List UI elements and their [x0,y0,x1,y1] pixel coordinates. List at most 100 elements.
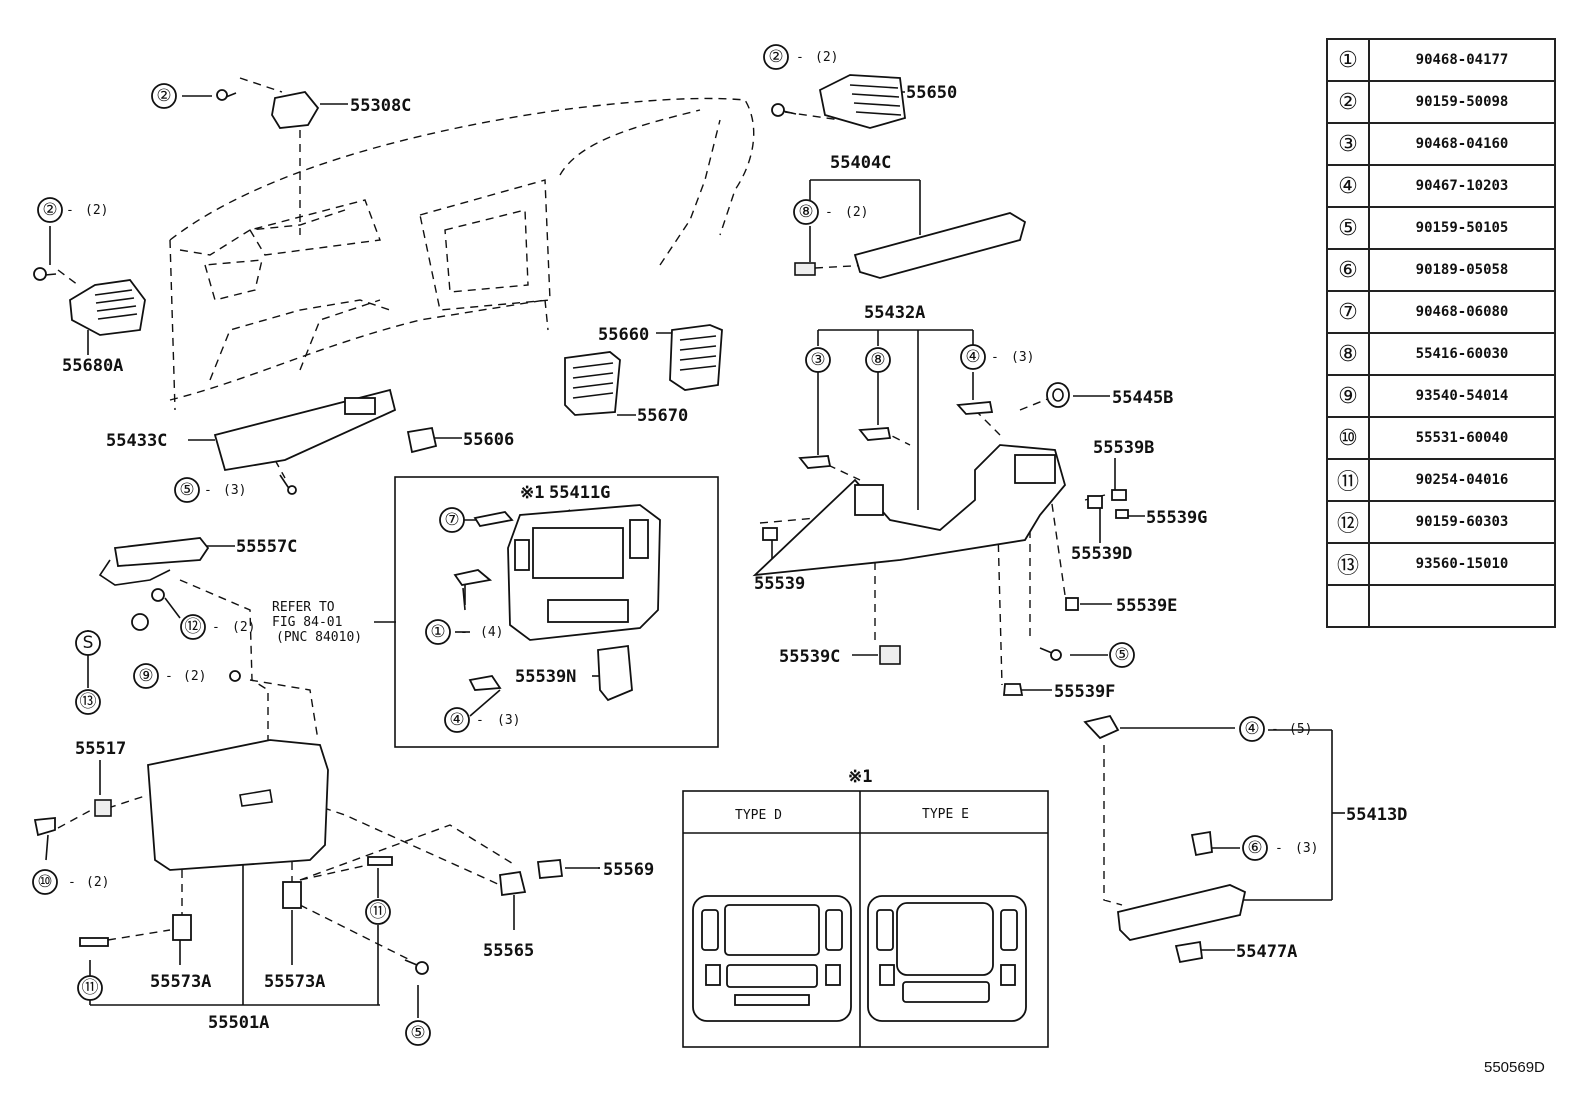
note-mark-types: ※1 [848,767,872,787]
legend-num: ② [1326,80,1370,124]
label-55670: 55670 [637,406,688,426]
bolt-icon [216,89,237,101]
qty-2: (2) [85,203,108,218]
legend-num: ⑬ [1326,542,1370,586]
callout-4: ④ [449,710,464,730]
legend-part-number: 90468-06080 [1368,290,1556,334]
label-55569: 55569 [603,860,654,880]
callout-4: ④ [1244,719,1259,739]
qty-3: (3) [1295,841,1318,856]
label-55433C: 55433C [106,431,167,451]
callout-5: ⑤ [179,480,194,500]
screw-icon [229,670,241,682]
label-55573A-left: 55573A [150,972,211,992]
label-55404C: 55404C [830,153,891,173]
callout-2: ② [42,200,57,220]
callout-8: ⑧ [870,350,885,370]
legend-num: ⑨ [1326,374,1370,418]
callout-5: ⑤ [1114,645,1129,665]
svg-text:-: - [825,205,833,220]
legend-part-number [1368,584,1556,628]
legend-part-number: 55416-60030 [1368,332,1556,376]
label-55432A: 55432A [864,303,925,323]
callout-8: ⑧ [798,202,813,222]
svg-text:-: - [68,875,76,890]
legend-num: ⑤ [1326,206,1370,250]
legend-num: ⑥ [1326,248,1370,292]
qty-4: (4) [480,625,503,640]
qty-2: (2) [86,875,109,890]
callout-12: ⑫ [185,617,202,637]
screw-icon [1039,647,1062,661]
qty-2: (2) [183,669,206,684]
qty-2: (2) [845,205,868,220]
type-d-label: TYPE D [735,808,782,823]
drawing-number: 550569D [1484,1059,1545,1076]
legend-part-number: 90159-50105 [1368,206,1556,250]
callout-13: ⑬ [80,692,97,712]
legend-num: ⑦ [1326,290,1370,334]
svg-text:-: - [212,620,220,635]
bolt-icon [33,267,57,281]
qty-3: (3) [497,713,520,728]
legend-num: ③ [1326,122,1370,166]
label-55660: 55660 [598,325,649,345]
refer-line-2: FIG 84-01 [272,615,342,630]
label-55501A: 55501A [208,1013,269,1033]
legend-num: ④ [1326,164,1370,208]
label-55573A-right: 55573A [264,972,325,992]
callout-11: ⑪ [370,902,387,922]
qty-3: (3) [223,483,246,498]
svg-text:-: - [991,350,999,365]
svg-text:-: - [1275,841,1283,856]
legend-num: ⑩ [1326,416,1370,460]
legend-part-number: 90468-04177 [1368,38,1556,82]
label-55517: 55517 [75,739,126,759]
label-55308C: 55308C [350,96,411,116]
callout-1: ① [430,622,445,642]
svg-text:-: - [460,625,468,640]
legend-part-number: 55531-60040 [1368,416,1556,460]
label-55539E: 55539E [1116,596,1177,616]
svg-text:S: S [83,633,94,653]
screw-icon [404,959,429,975]
label-55539N: 55539N [515,667,576,687]
legend-part-number: 90254-04016 [1368,458,1556,502]
callout-7: ⑦ [444,510,459,530]
qty-5: (5) [1289,722,1312,737]
svg-text:-: - [165,669,173,684]
qty-3: (3) [1011,350,1034,365]
clip-icon [33,817,56,837]
instrument-panel-drawing [169,97,755,411]
callout-2: ② [768,47,783,67]
refer-line-1: REFER TO [272,600,335,615]
legend-num: ⑧ [1326,332,1370,376]
label-55680A: 55680A [62,356,123,376]
legend-part-number: 90467-10203 [1368,164,1556,208]
label-55650: 55650 [906,83,957,103]
screw-icon [279,474,297,495]
label-55606: 55606 [463,430,514,450]
callout-6: ⑥ [1247,838,1262,858]
label-55539C: 55539C [779,647,840,667]
legend-num: ⑪ [1326,458,1370,502]
circled-callouts: ② ② -(2) ⑤ -(3) ② -(2) ⑧ -(2) ③ ⑧ ④ -(3)… [32,44,1318,1046]
label-55411G: 55411G [549,483,610,503]
part-labels: 55308C 55680A 55433C 55606 55650 55404C … [62,83,1407,1033]
legend-num [1326,584,1370,628]
label-55413D: 55413D [1346,805,1407,825]
label-55539F: 55539F [1054,682,1115,702]
label-55445B: 55445B [1112,388,1173,408]
